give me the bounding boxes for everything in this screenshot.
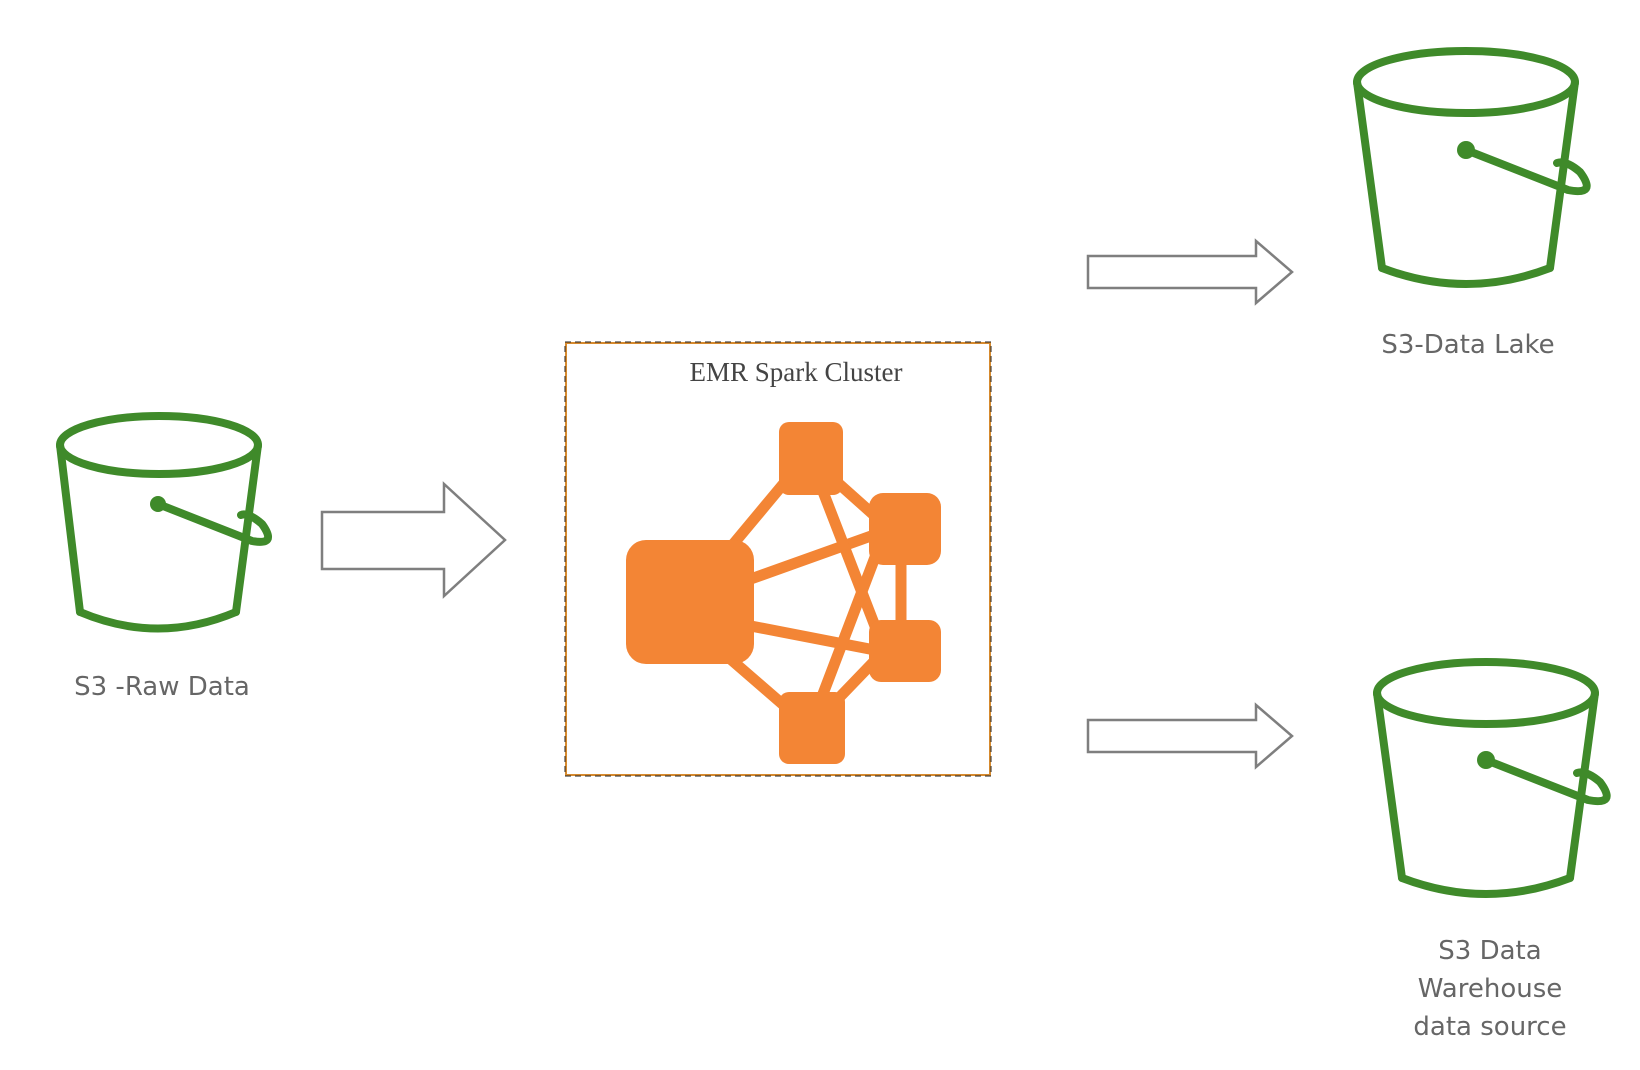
data-warehouse-label-line: data source bbox=[1413, 1012, 1566, 1042]
s3-bucket-icon bbox=[56, 412, 273, 633]
emr-cluster-icon bbox=[626, 422, 941, 764]
raw-data-bucket: S3 -Raw Data bbox=[56, 412, 273, 702]
cluster-title: EMR Spark Cluster bbox=[690, 357, 903, 387]
data-warehouse-label-line: Warehouse bbox=[1418, 974, 1563, 1004]
s3-bucket-icon bbox=[1353, 47, 1591, 288]
data-warehouse-label: S3 Data Warehouse data source bbox=[1413, 936, 1566, 1042]
data-lake-bucket: S3-Data Lake bbox=[1353, 47, 1591, 360]
emr-cluster-box: EMR Spark Cluster bbox=[564, 341, 992, 777]
data-warehouse-label-line: S3 Data bbox=[1438, 936, 1541, 966]
raw-data-label: S3 -Raw Data bbox=[74, 672, 250, 702]
arrow-to-data-lake-icon bbox=[1086, 238, 1294, 306]
arrow-to-cluster-icon bbox=[320, 481, 507, 599]
data-lake-label: S3-Data Lake bbox=[1381, 330, 1554, 360]
arrow-to-data-warehouse-icon bbox=[1086, 702, 1294, 770]
data-warehouse-bucket: S3 Data Warehouse data source bbox=[1373, 658, 1611, 1042]
s3-bucket-icon bbox=[1373, 658, 1611, 898]
